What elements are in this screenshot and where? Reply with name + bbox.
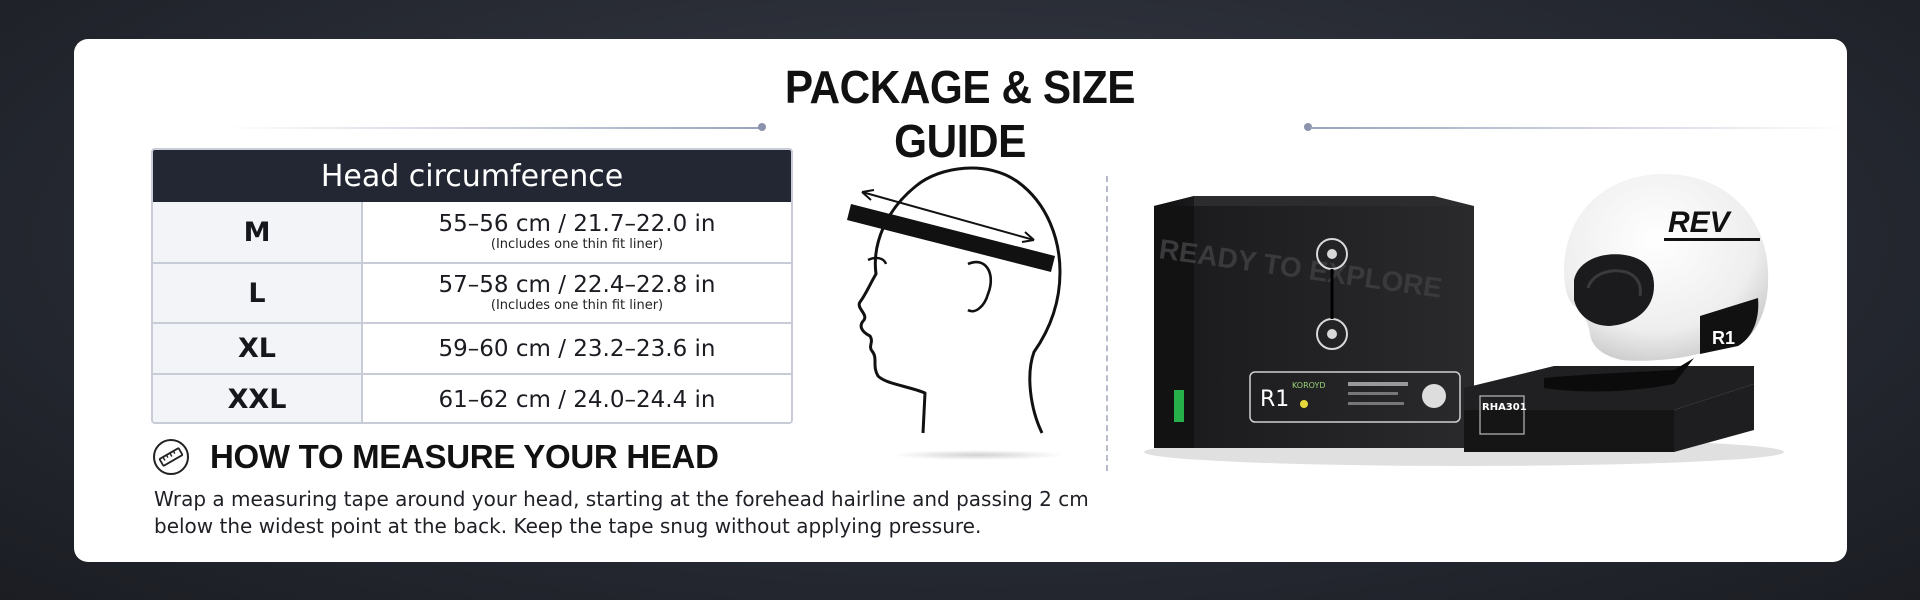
size-value-cell: 61–62 cm / 24.0–24.4 in [363, 375, 791, 422]
size-note: (Includes one thin fit liner) [490, 237, 664, 252]
header-dot-right [1304, 123, 1312, 131]
size-note: (Includes one thin fit liner) [490, 298, 664, 313]
size-value: 55–56 cm / 21.7–22.0 in [438, 211, 716, 237]
size-label: L [153, 264, 363, 322]
size-label: M [153, 202, 363, 262]
size-label: XXL [153, 375, 363, 422]
helmet-badge-text: R1 [1712, 328, 1735, 348]
table-row: L 57–58 cm / 22.4–22.8 in (Includes one … [153, 262, 791, 322]
size-value-cell: 55–56 cm / 21.7–22.0 in (Includes one th… [363, 202, 791, 262]
size-label: XL [153, 324, 363, 373]
box-brand-text: KOROYD [1292, 381, 1326, 390]
dashed-divider [1106, 176, 1108, 471]
table-row: M 55–56 cm / 21.7–22.0 in (Includes one … [153, 202, 791, 262]
product-package-image: READY TO EXPLORE R1 KOROYD RHA301 R1 REV [1144, 174, 1784, 466]
table-row: XXL 61–62 cm / 24.0–24.4 in [153, 373, 791, 422]
head-shadow [890, 450, 1065, 460]
table-row: XL 59–60 cm / 23.2–23.6 in [153, 322, 791, 373]
head-measure-illustration [847, 166, 1062, 434]
table-heading: Head circumference [153, 150, 791, 202]
helmet-logo-text: REV [1668, 206, 1733, 239]
measure-instructions: Wrap a measuring tape around your head, … [154, 487, 1089, 538]
size-value-cell: 59–60 cm / 23.2–23.6 in [363, 324, 791, 373]
size-table: Head circumference M 55–56 cm / 21.7–22.… [151, 148, 793, 424]
size-value-cell: 57–58 cm / 22.4–22.8 in (Includes one th… [363, 264, 791, 322]
size-value: 61–62 cm / 24.0–24.4 in [438, 386, 716, 413]
size-value: 59–60 cm / 23.2–23.6 in [438, 335, 716, 362]
page-title: PACKAGE & SIZE GUIDE [784, 61, 1136, 167]
box-model-text: R1 [1260, 387, 1289, 412]
header-line-left [224, 127, 762, 129]
size-value: 57–58 cm / 22.4–22.8 in [438, 272, 716, 298]
measure-title: HOW TO MEASURE YOUR HEAD [210, 438, 719, 475]
stand-label-text: RHA301 [1482, 402, 1527, 413]
header-line-right [1310, 127, 1847, 129]
header-dot-left [758, 123, 766, 131]
measuring-tape-icon [153, 439, 189, 475]
